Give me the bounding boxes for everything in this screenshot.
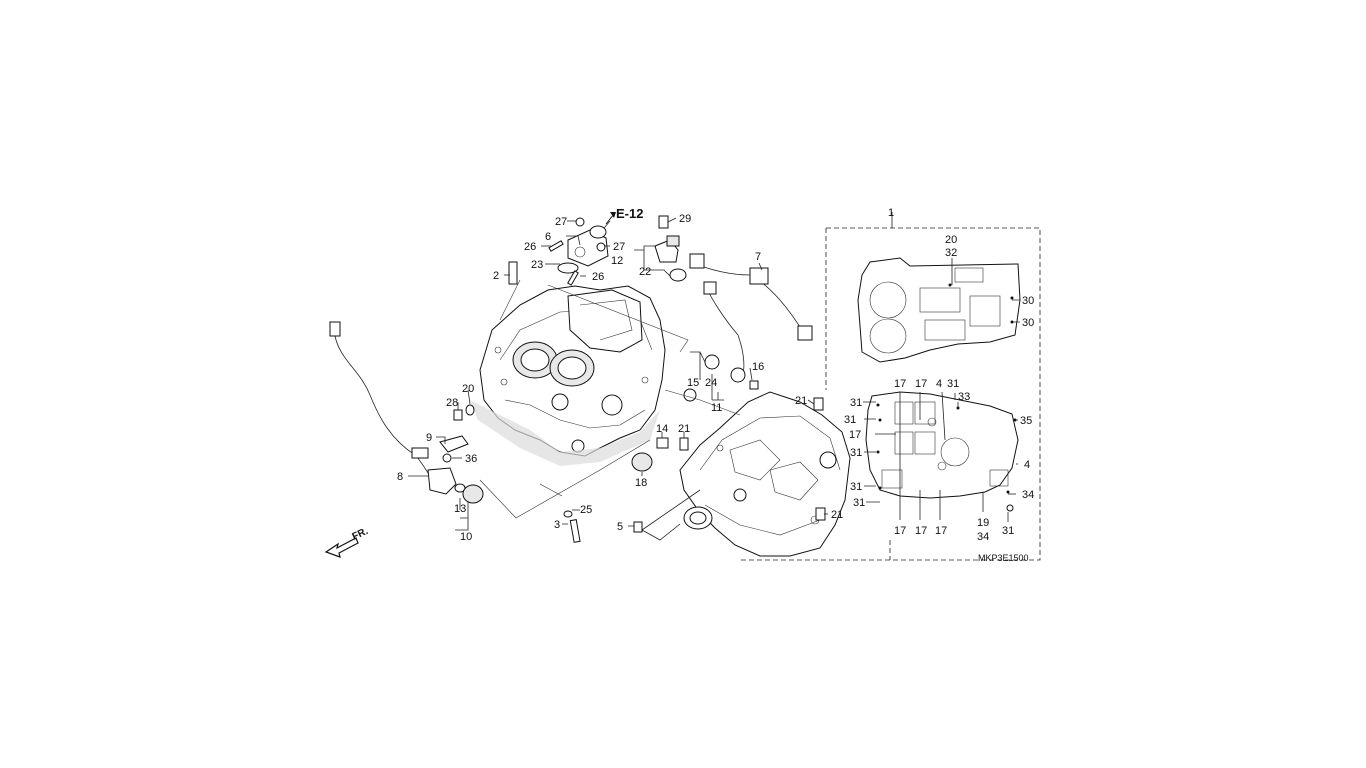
callout-7: 7 (755, 251, 761, 263)
callout-3: 3 (554, 519, 560, 531)
callout-24: 24 (705, 377, 717, 389)
callout-29: 29 (679, 213, 691, 225)
bolt-14 (656, 437, 669, 449)
dowel-pin-2 (508, 261, 518, 285)
callout-20: 20 (945, 234, 957, 246)
callout-27: 27 (555, 216, 567, 228)
callout-28: 28 (446, 397, 458, 409)
callout-31: 31 (844, 414, 856, 426)
callout-13: 13 (454, 503, 466, 515)
dowel-21a (679, 437, 689, 451)
callout-34: 34 (977, 531, 989, 543)
leader-lines (408, 212, 1020, 541)
callout-31: 31 (850, 397, 862, 409)
callout-36: 36 (465, 453, 477, 465)
callout-35: 35 (1020, 415, 1032, 427)
callout-26: 26 (592, 271, 604, 283)
seal-18 (631, 452, 653, 472)
callout-27: 27 (613, 241, 625, 253)
callout-25: 25 (580, 504, 592, 516)
upper-crankcase (470, 285, 666, 466)
callout-32: 32 (945, 247, 957, 259)
callout-4: 4 (1024, 459, 1030, 471)
front-arrow-icon (324, 537, 359, 558)
washer-20 (465, 404, 475, 416)
callout-20: 20 (462, 383, 474, 395)
callout-34: 34 (1022, 489, 1034, 501)
callout-2: 2 (493, 270, 499, 282)
image-code: MKP3E1500 (978, 553, 1029, 563)
front-label: FR. (351, 526, 370, 543)
dowel-21c (815, 507, 826, 521)
callout-8: 8 (397, 471, 403, 483)
callout-17: 17 (915, 525, 927, 537)
gasket-kit-frame (738, 227, 1041, 561)
sensor-assembly-12 (654, 215, 687, 282)
callout-14: 14 (656, 423, 668, 435)
callout-23: 23 (531, 259, 543, 271)
bolt-28 (453, 409, 463, 421)
callout-17: 17 (915, 378, 927, 390)
callout-1: 1 (888, 207, 894, 219)
o-ring-24 (704, 354, 720, 370)
reference-label[interactable]: E-12 (616, 206, 643, 221)
callout-10: 10 (460, 531, 472, 543)
dowel-5 (633, 521, 643, 533)
dowel-21b (813, 397, 824, 411)
callout-22: 22 (639, 266, 651, 278)
callout-5: 5 (617, 521, 623, 533)
callout-31: 31 (850, 481, 862, 493)
callout-9: 9 (426, 432, 432, 444)
callout-31: 31 (853, 497, 865, 509)
callout-4: 4 (936, 378, 942, 390)
callout-11: 11 (711, 402, 722, 414)
reference-link-e12[interactable]: E-12 (605, 206, 643, 225)
callout-18: 18 (635, 477, 647, 489)
callout-16: 16 (752, 361, 764, 373)
callout-31: 31 (850, 447, 862, 459)
callout-21: 21 (795, 395, 807, 407)
callout-21: 21 (678, 423, 690, 435)
bolt-36 (442, 453, 452, 463)
plug-10 (462, 484, 484, 504)
lower-gasket (865, 391, 1019, 499)
callout-12: 12 (611, 255, 623, 267)
cover-assembly-6 (548, 217, 609, 286)
bolt-3-washer-25 (563, 510, 581, 543)
bolt-31 (1006, 504, 1014, 512)
callout-17: 17 (894, 525, 906, 537)
callout-31: 31 (1002, 525, 1014, 537)
callout-30: 30 (1022, 317, 1034, 329)
callout-labels: 2 27 6 26 23 26 27 29 12 22 7 16 15 24 1… (397, 207, 1034, 543)
sensor-15 (683, 388, 697, 402)
callout-30: 30 (1022, 295, 1034, 307)
lower-crankcase (679, 391, 851, 557)
callout-6: 6 (545, 231, 551, 243)
callout-21: 21 (831, 509, 843, 521)
callout-15: 15 (687, 377, 699, 389)
wire-harness-7 (689, 253, 813, 390)
callout-31: 31 (947, 378, 959, 390)
callout-33: 33 (958, 391, 970, 403)
callout-17: 17 (849, 429, 861, 441)
bracket-9 (439, 435, 469, 453)
sensor-harness-8 (329, 321, 457, 495)
callout-17: 17 (935, 525, 947, 537)
upper-gasket (857, 257, 1021, 363)
callout-17: 17 (894, 378, 906, 390)
callout-19: 19 (977, 517, 989, 529)
callout-26: 26 (524, 241, 536, 253)
front-direction-indicator: FR. (324, 526, 370, 558)
